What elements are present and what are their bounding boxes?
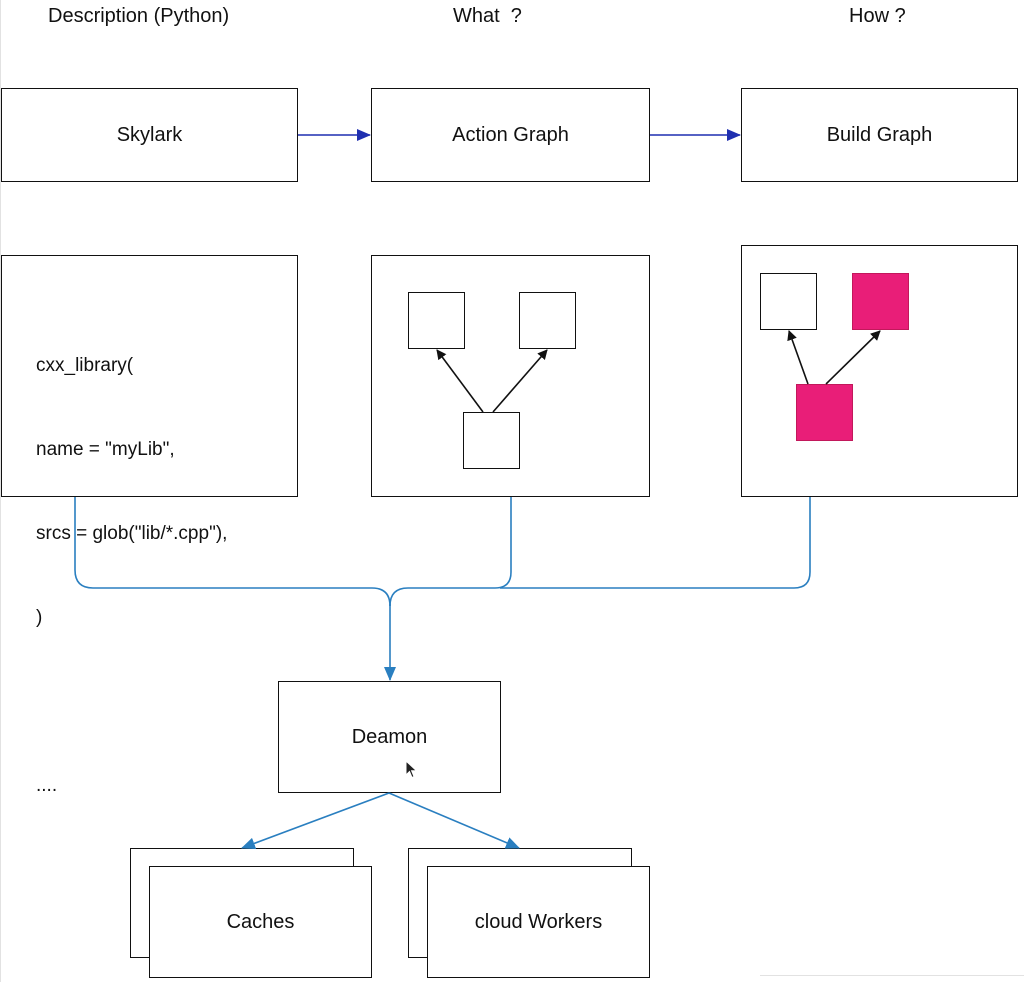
action-graph-node-right — [519, 292, 576, 349]
caches-label: Caches — [226, 910, 295, 933]
arrow-deamon-to-cloud-workers — [388, 792, 520, 849]
code-blank-line — [36, 688, 227, 716]
deamon-label: Deamon — [351, 725, 428, 748]
cloud-workers-label: cloud Workers — [474, 910, 603, 933]
action-graph-label: Action Graph — [452, 123, 569, 146]
build-graph-node-left — [760, 273, 817, 330]
header-how: How ? — [849, 5, 906, 27]
code-line: cxx_library( — [36, 355, 134, 376]
action-graph-node-bottom — [463, 412, 520, 469]
skylark-box[interactable]: Skylark — [1, 88, 298, 182]
arrow-deamon-to-caches — [241, 792, 390, 850]
header-description: Description (Python) — [48, 5, 230, 27]
description-panel — [1, 255, 298, 497]
action-graph-box[interactable]: Action Graph — [371, 88, 650, 182]
caches-box[interactable]: Caches — [149, 866, 372, 978]
build-graph-label: Build Graph — [826, 123, 933, 146]
connector-from-action-graph — [389, 497, 512, 607]
code-line: srcs = glob("lib/*.cpp"), — [36, 523, 228, 544]
header-what: What ? — [453, 5, 522, 27]
mouse-cursor-icon — [405, 760, 418, 779]
skylark-label: Skylark — [116, 123, 183, 146]
deamon-box[interactable]: Deamon — [278, 681, 501, 793]
code-line: ) — [36, 607, 43, 628]
build-graph-box[interactable]: Build Graph — [741, 88, 1018, 182]
code-line: .... — [36, 775, 58, 796]
action-graph-node-left — [408, 292, 465, 349]
build-graph-node-bottom-highlighted — [796, 384, 853, 441]
code-line: name = "myLib", — [36, 439, 175, 460]
code-snippet: cxx_library( name = "myLib", srcs = glob… — [36, 296, 227, 828]
connector-from-build-graph — [500, 497, 811, 589]
cloud-workers-box[interactable]: cloud Workers — [427, 866, 650, 978]
bottom-frame-edge — [760, 975, 1024, 976]
build-graph-node-right-highlighted — [852, 273, 909, 330]
left-frame-edge — [0, 0, 1, 982]
